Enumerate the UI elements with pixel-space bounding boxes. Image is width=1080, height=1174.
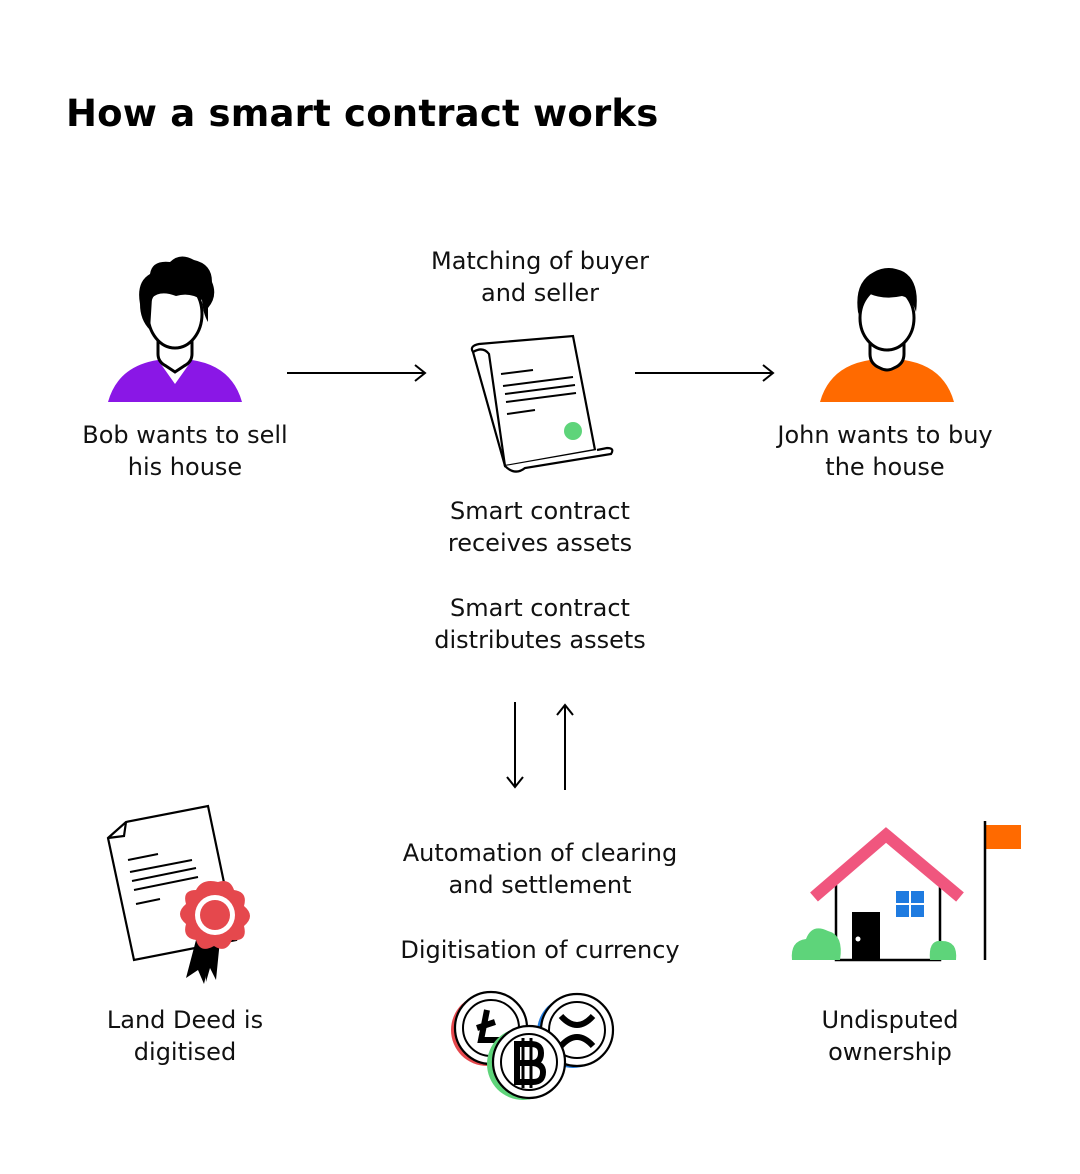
buyer-person-icon bbox=[820, 268, 954, 402]
page-title: How a smart contract works bbox=[66, 92, 659, 135]
house-icon bbox=[791, 821, 1021, 962]
node-clearing: Automation of clearing and settlement bbox=[350, 837, 730, 901]
node-ownership: Undisputed ownership bbox=[740, 1004, 1040, 1068]
node-currency: Digitisation of currency bbox=[350, 934, 730, 966]
node-distributes-line2: distributes assets bbox=[434, 626, 646, 654]
node-ownership-line2: ownership bbox=[828, 1038, 952, 1066]
node-ownership-line1: Undisputed bbox=[821, 1006, 959, 1034]
node-clearing-line2: and settlement bbox=[448, 871, 632, 899]
crypto-coins-icon bbox=[451, 990, 615, 1100]
arrow-down-icon bbox=[506, 702, 524, 789]
arrow-right-icon bbox=[635, 364, 775, 382]
arrow-right-icon bbox=[287, 364, 427, 382]
node-deed-line1: Land Deed is bbox=[106, 1006, 264, 1034]
node-seller-line2: his house bbox=[127, 453, 243, 481]
seller-person-icon bbox=[108, 256, 242, 402]
node-receives: Smart contract receives assets bbox=[370, 495, 710, 559]
node-buyer: John wants to buy the house bbox=[735, 419, 1035, 483]
node-matching: Matching of buyer and seller bbox=[370, 245, 710, 309]
node-clearing-line1: Automation of clearing bbox=[402, 839, 678, 867]
node-buyer-line1: John wants to buy bbox=[777, 421, 993, 449]
node-deed: Land Deed is digitised bbox=[35, 1004, 335, 1068]
node-seller: Bob wants to sell his house bbox=[35, 419, 335, 483]
contract-scroll-icon bbox=[470, 334, 614, 473]
arrow-up-icon bbox=[556, 703, 574, 790]
node-receives-line1: Smart contract bbox=[450, 497, 630, 525]
node-distributes-line1: Smart contract bbox=[450, 594, 630, 622]
node-currency-line1: Digitisation of currency bbox=[400, 936, 680, 964]
node-matching-line1: Matching of buyer bbox=[430, 247, 649, 275]
certificate-icon bbox=[106, 804, 250, 984]
node-seller-line1: Bob wants to sell bbox=[82, 421, 288, 449]
node-buyer-line2: the house bbox=[825, 453, 945, 481]
node-deed-line2: digitised bbox=[133, 1038, 237, 1066]
node-receives-line2: receives assets bbox=[447, 529, 633, 557]
node-matching-line2: and seller bbox=[480, 279, 600, 307]
node-distributes: Smart contract distributes assets bbox=[370, 592, 710, 656]
